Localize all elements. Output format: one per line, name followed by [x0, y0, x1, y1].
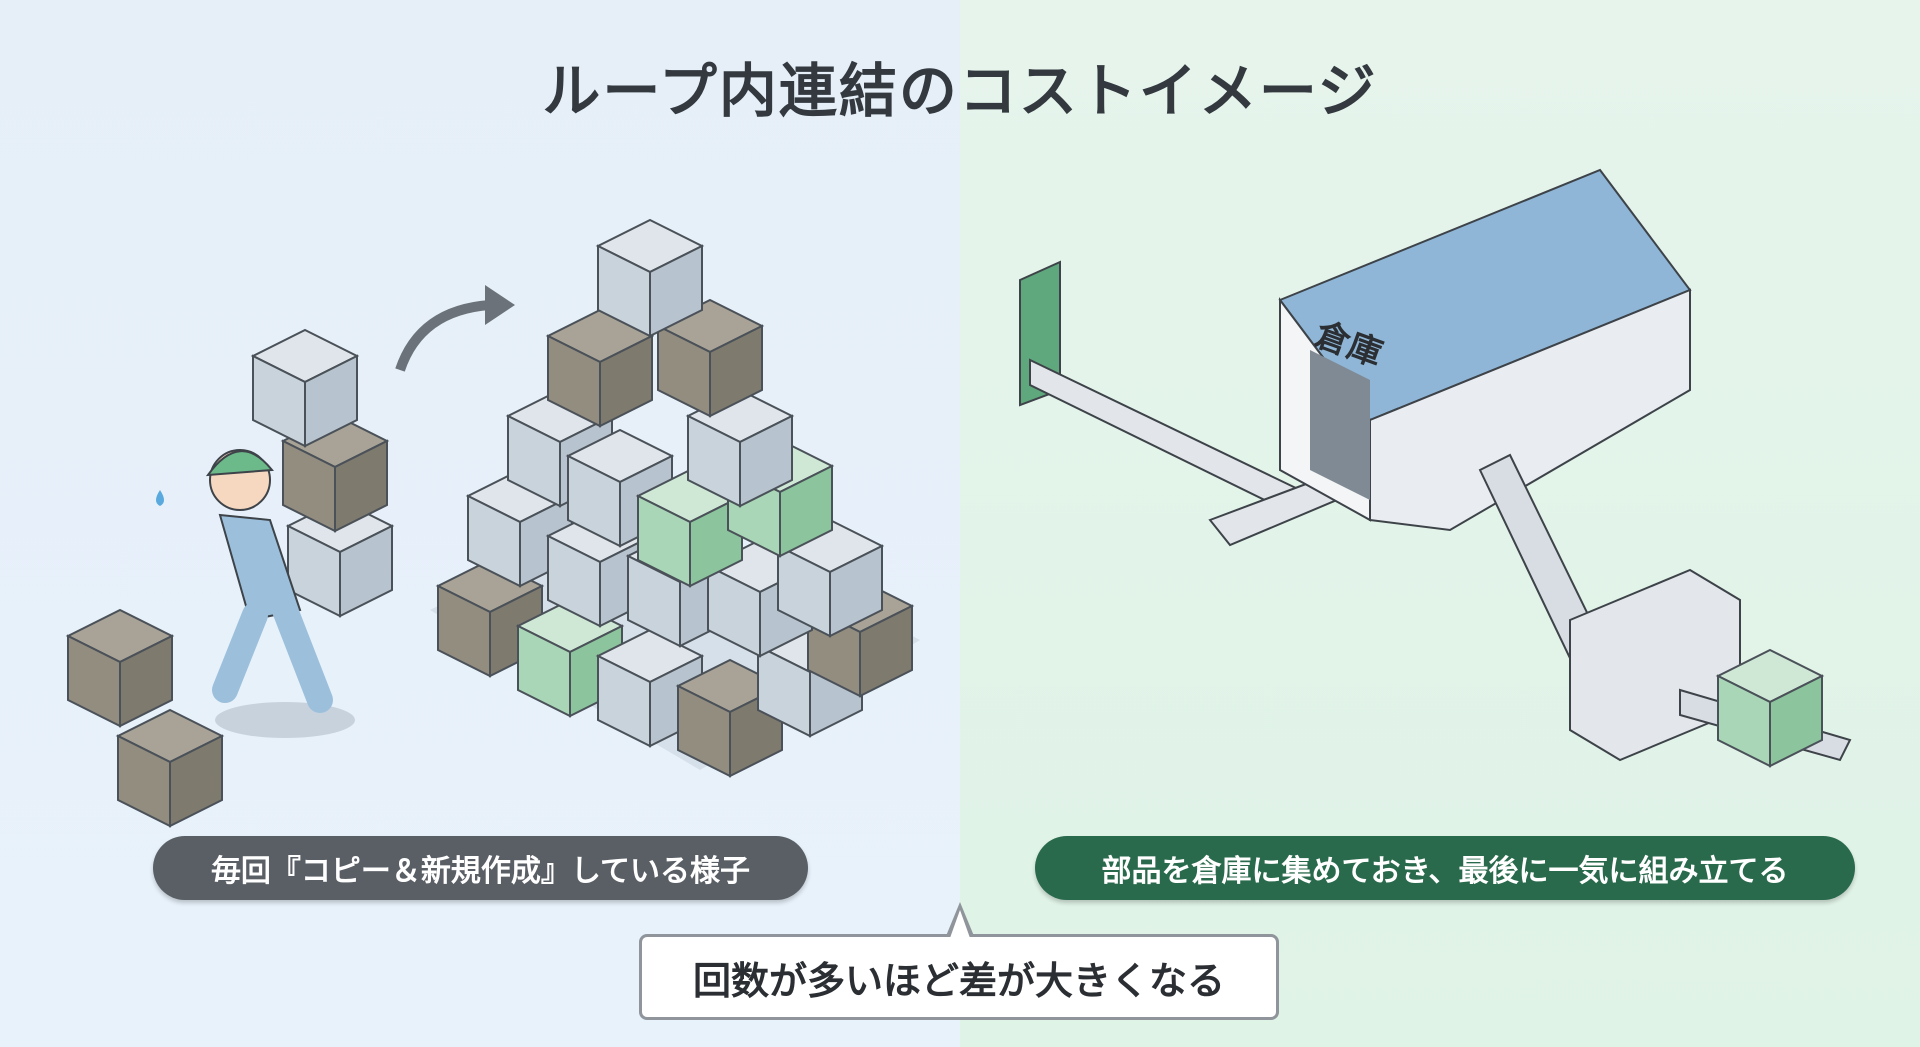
page-title: ループ内連結のコストイメージ: [542, 57, 1378, 125]
left-caption: 毎回『コピー＆新規作成』している様子: [153, 836, 808, 900]
callout-box: 回数が多いほど差が大きくなる: [639, 934, 1279, 1020]
right-caption: 部品を倉庫に集めておき、最後に一気に組み立てる: [1035, 836, 1855, 900]
callout-tail-inner: [950, 910, 970, 938]
curved-arrow-icon: [395, 300, 491, 372]
